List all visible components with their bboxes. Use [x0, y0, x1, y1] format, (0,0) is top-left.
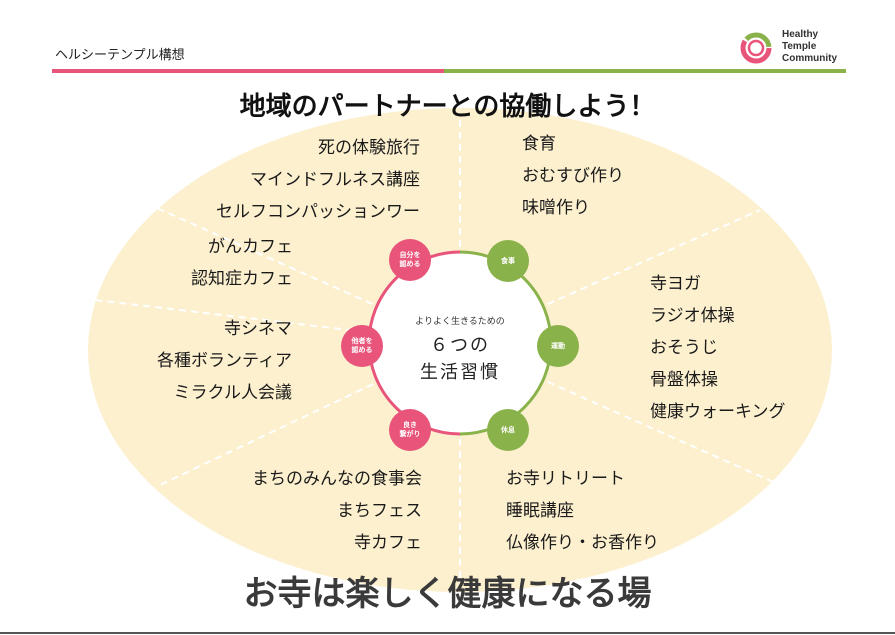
topic-item: 健康ウォーキング: [650, 402, 786, 422]
topic-item: 味噌作り: [522, 198, 590, 218]
footer-divider: [0, 632, 895, 634]
topic-item: おそうじ: [650, 338, 718, 358]
habit-self-acceptance: 自分を 認める: [389, 239, 431, 281]
topic-group-bottom-right: お寺リトリート 睡眠講座 仏像作り・お香作り: [506, 463, 659, 559]
page-headline: 地域のパートナーとの協働しよう！: [239, 92, 656, 122]
topic-group-mid-right: 寺ヨガ ラジオ体操 おそうじ 骨盤体操 健康ウォーキング: [650, 268, 786, 428]
center-subtitle: よりよく生きるための: [415, 317, 505, 327]
topic-group-bottom-left: まちのみんなの食事会 まちフェス 寺カフェ: [200, 463, 422, 559]
bottom-slogan: お寺は楽しく健康になる場: [243, 574, 652, 614]
topic-item: ラジオ体操: [650, 306, 735, 326]
topic-item: セルフコンパッションワー: [216, 202, 420, 222]
topic-item: がんカフェ: [208, 237, 293, 257]
topic-item: まちフェス: [337, 501, 422, 521]
six-habits-circle: よりよく生きるための ６つの 生活習慣: [369, 252, 551, 434]
topic-item: まちのみんなの食事会: [252, 469, 422, 489]
habit-rest: 休息: [487, 409, 529, 451]
topic-item: 死の体験旅行: [318, 138, 420, 158]
center-title-line: 生活習慣: [420, 362, 500, 383]
header-divider-pink: [52, 69, 444, 73]
topic-item: 寺カフェ: [354, 533, 422, 553]
topic-item: 仏像作り・お香作り: [506, 533, 659, 553]
habit-exercise: 運動: [537, 325, 579, 367]
logo-line: Healthy: [782, 29, 819, 40]
topic-item: 各種ボランティア: [157, 351, 292, 371]
topic-item: お寺リトリート: [506, 469, 625, 489]
habit-food: 食事: [487, 240, 529, 282]
topic-group-top-left: 死の体験旅行 マインドフルネス講座 セルフコンパッションワー: [180, 132, 420, 228]
topic-item: 骨盤体操: [650, 370, 718, 390]
habit-good-connection: 良き 繋がり: [389, 409, 431, 451]
header-divider-green: [444, 69, 846, 73]
topic-group-top-right: 食育 おむすび作り 味噌作り: [522, 128, 624, 224]
topic-item: ミラクル人会議: [173, 383, 293, 403]
topic-item: 睡眠講座: [506, 501, 574, 521]
center-title: ６つの 生活習慣: [369, 332, 551, 386]
topic-item: おむすび作り: [522, 166, 624, 186]
topic-item: 寺ヨガ: [650, 274, 701, 294]
healthy-temple-logo: Healthy Temple Community: [738, 28, 848, 68]
topic-item: 食育: [522, 134, 556, 154]
logo-line: Temple: [782, 41, 817, 52]
habit-accept-others: 他者を 認める: [341, 325, 383, 367]
logo-ring-icon: [740, 32, 772, 64]
topic-group-mid-left-lower: 寺シネマ 各種ボランティア ミラクル人会議: [110, 313, 292, 409]
topic-item: マインドフルネス講座: [250, 170, 420, 190]
topic-item: 認知症カフェ: [191, 269, 293, 289]
page-header-title: ヘルシーテンプル構想: [55, 48, 185, 63]
topic-group-mid-left-upper: がんカフェ 認知症カフェ: [130, 231, 293, 295]
center-title-line: ６つの: [430, 335, 490, 356]
logo-text: Healthy Temple Community: [782, 29, 837, 65]
topic-item: 寺シネマ: [224, 319, 292, 339]
logo-line: Community: [782, 53, 837, 64]
